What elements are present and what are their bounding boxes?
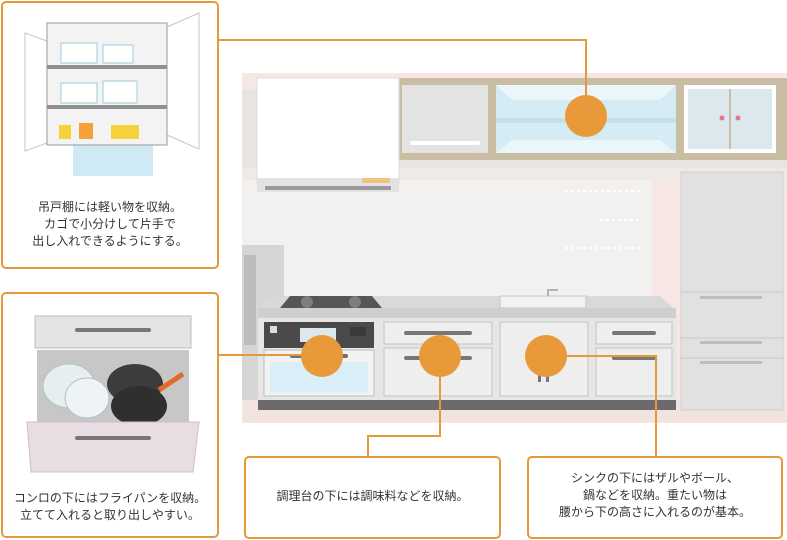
marker-stove-drawer — [301, 335, 343, 377]
sink-line-1: シンクの下にはザルやボール、 — [570, 471, 739, 485]
callout-prep-counter: 調理台の下には調味料などを収納。 — [244, 456, 501, 539]
stove-drawer-illustration — [26, 315, 200, 473]
wall-cabinet-line-3: 出し入れできるようにする。 — [32, 234, 188, 248]
connector-lines — [218, 39, 657, 456]
stove-drawer-line-1: コンロの下にはフライパンを収納。 — [13, 491, 207, 505]
marker-sink — [525, 335, 567, 377]
stove-drawer-line-2: 立てて入れると取り出しやすい。 — [20, 508, 200, 522]
callout-stove-drawer: コンロの下にはフライパンを収納。 立てて入れると取り出しやすい。 — [1, 292, 219, 538]
refrigerator — [680, 171, 784, 411]
wall-cabinet-line-2: カゴで小分けして片手で — [44, 217, 176, 231]
connector-prep — [367, 356, 441, 456]
wall-cabinet-line-1: 吊戸棚には軽い物を収納。 — [37, 200, 182, 214]
sink — [499, 295, 587, 309]
connector-sink — [546, 355, 657, 456]
cooktop — [280, 296, 382, 308]
plinth — [258, 400, 676, 410]
range-hood — [256, 77, 400, 184]
connector-wall-cabinet — [218, 39, 587, 115]
backsplash — [242, 180, 652, 300]
sink-line-3: 腰から下の高さに入れるのが基本。 — [558, 505, 751, 519]
prep-counter-line-1: 調理台の下には調味料などを収納。 — [276, 489, 469, 503]
callout-wall-cabinet: 吊戸棚には軽い物を収納。 カゴで小分けして片手で 出し入れできるようにする。 — [1, 1, 219, 269]
wall-cabinet-illustration — [24, 12, 200, 176]
sink-line-2: 鍋などを収納。重たい物は — [582, 488, 727, 502]
marker-wall-cabinet — [565, 95, 607, 137]
marker-prep-counter — [419, 335, 461, 377]
callout-sink: シンクの下にはザルやボール、 鍋などを収納。重たい物は 腰から下の高さに入れるの… — [527, 456, 783, 539]
